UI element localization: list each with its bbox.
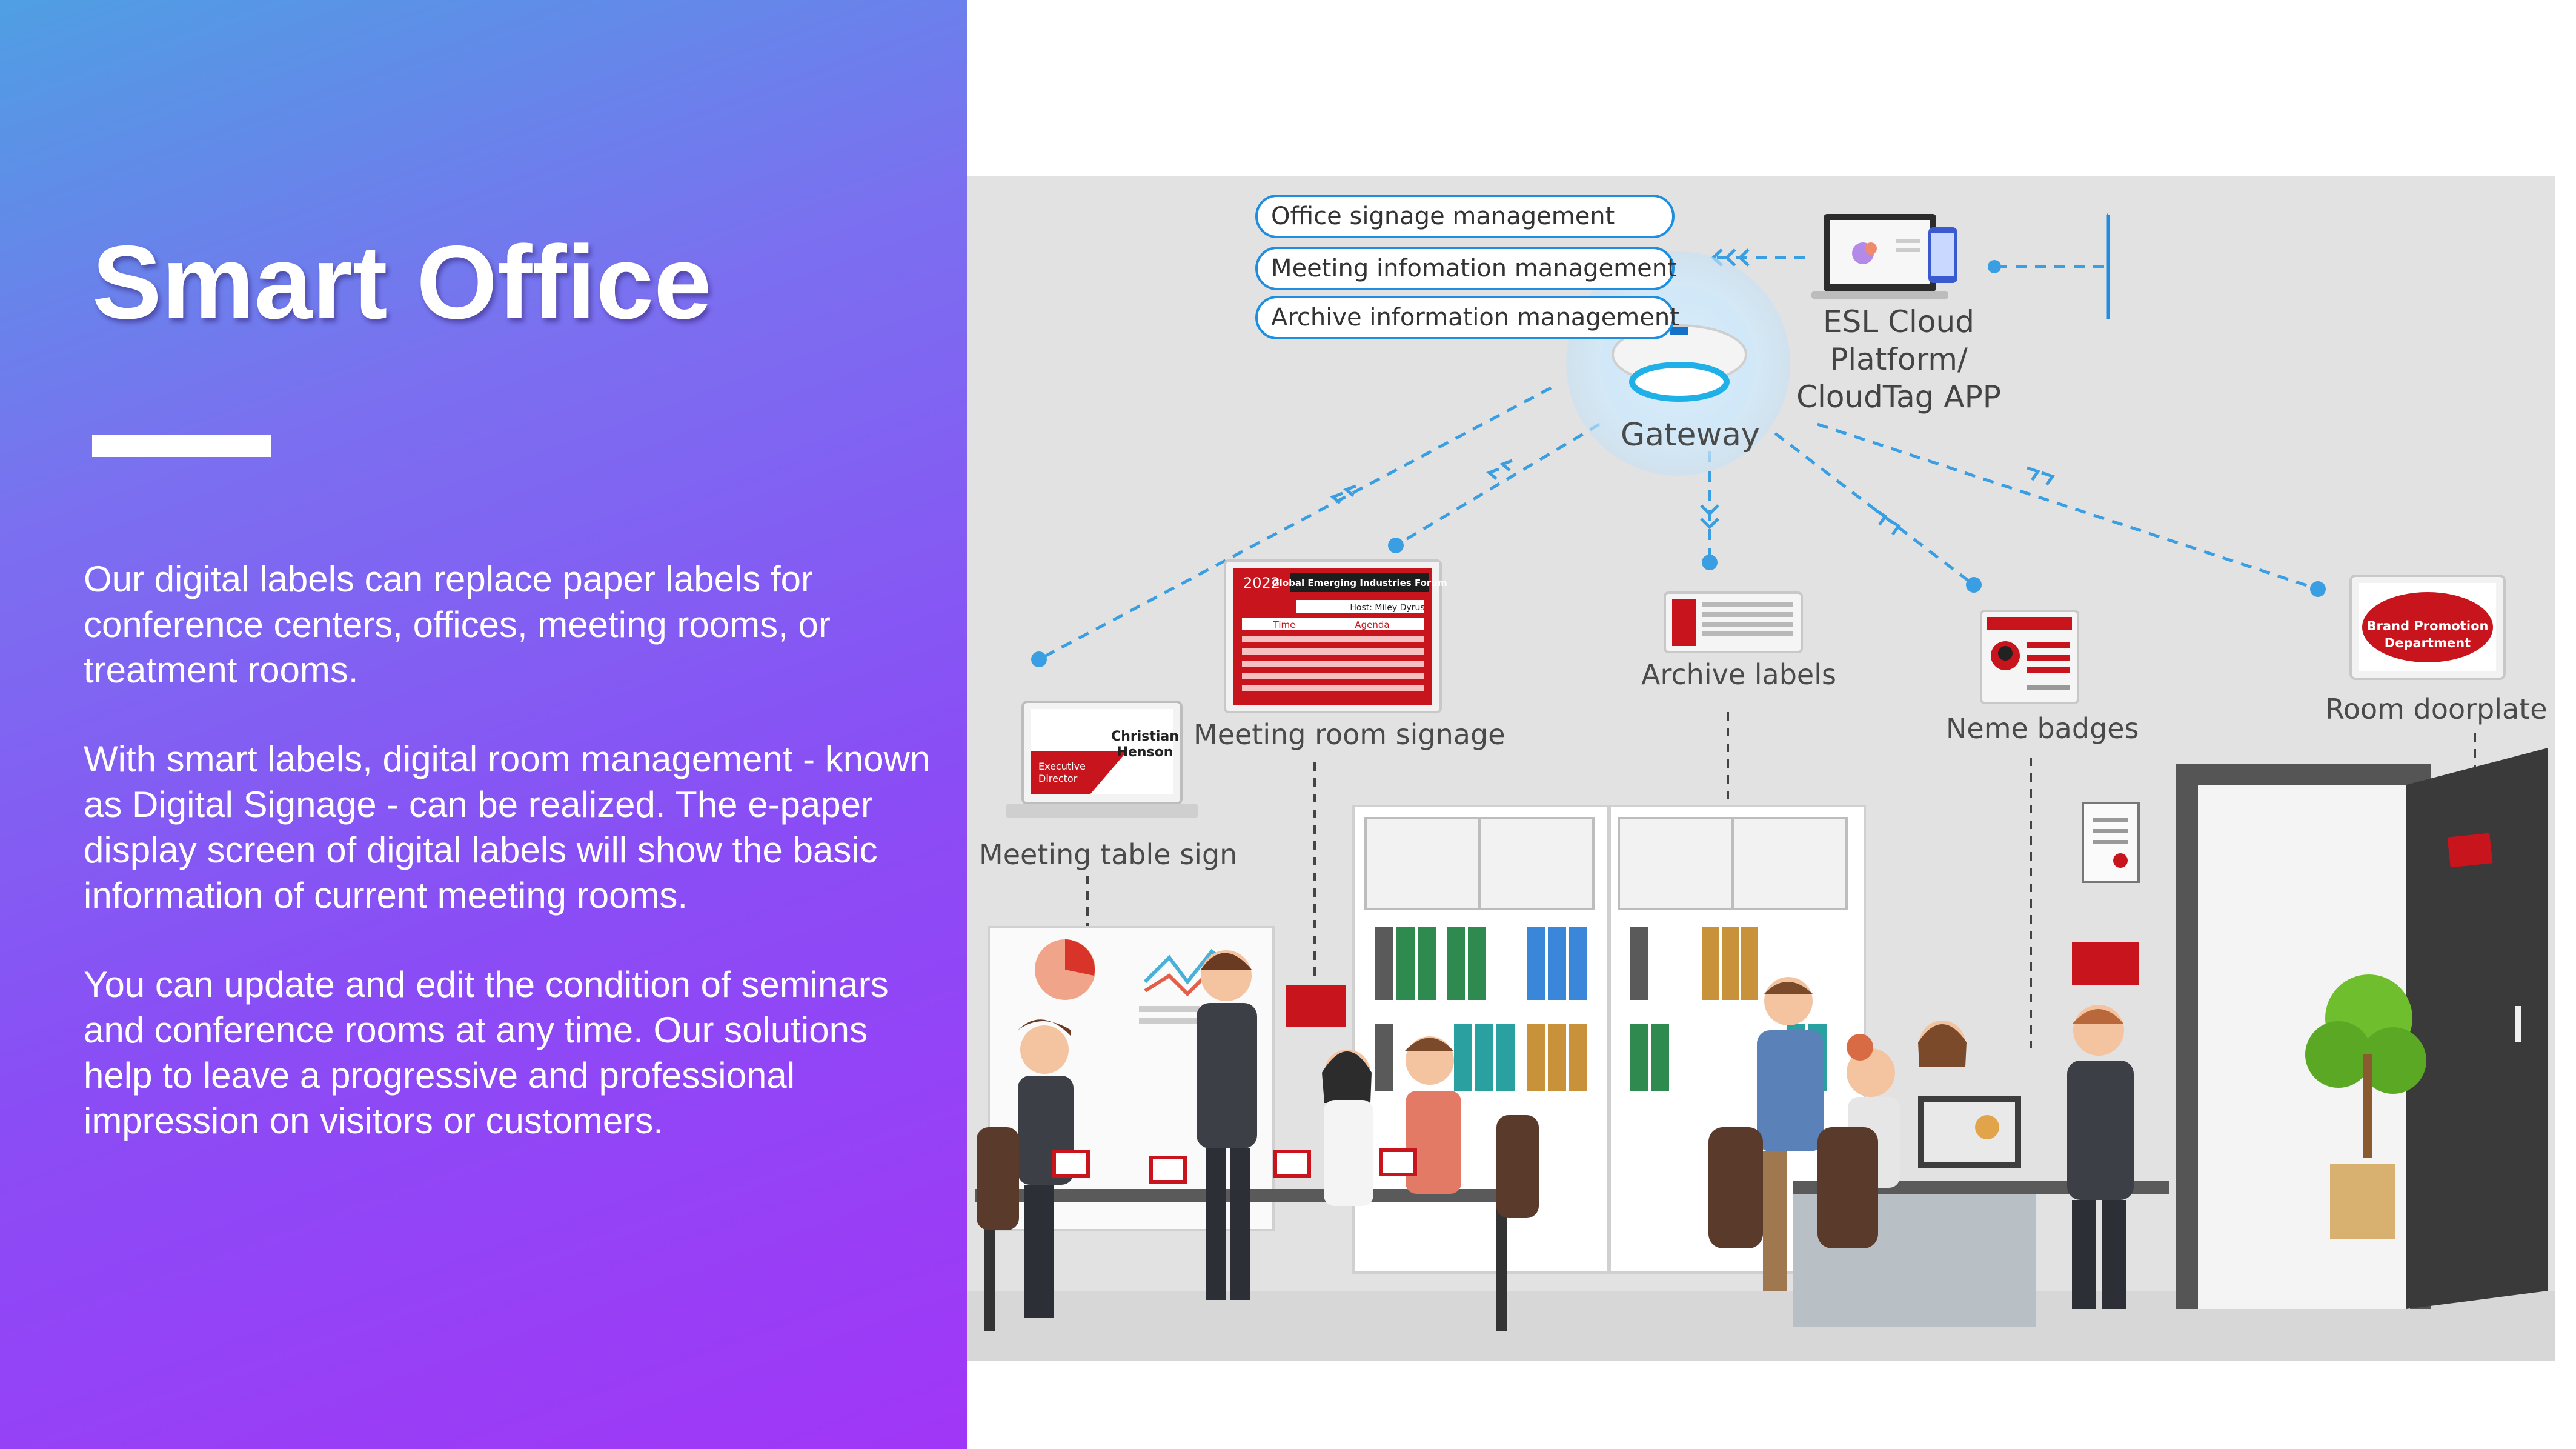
meeting-room-signage-device (1224, 559, 1442, 713)
cloud-platform-label: ESL Cloud Platform/ CloudTag APP (1756, 303, 2042, 416)
table-sign-name-2: Henson (1117, 745, 1173, 760)
paragraph-2: With smart labels, digital room manageme… (84, 739, 931, 916)
paragraph-3: You can update and edit the condition of… (84, 964, 889, 1141)
doorplate-line1: Brand Promotion (2367, 619, 2489, 633)
people-illustrations (977, 942, 2139, 1318)
archive-label-device (1664, 591, 1803, 653)
cloud-platform-label-line1: ESL Cloud Platform/ (1823, 304, 1974, 377)
doorplate-line2: Department (2385, 636, 2471, 650)
signage-event: Global Emerging Industries Forum (1272, 578, 1447, 588)
meeting-table-sign-device (1006, 701, 1198, 818)
table-sign-role-2: Director (1038, 773, 1078, 784)
service-office-signage: Office signage management (1255, 195, 1675, 238)
connector-doorplate (1817, 422, 2319, 591)
connector-name-badges (1774, 432, 1975, 586)
room-doorplate-device (2349, 575, 2506, 680)
cloud-platform-label-line2: CloudTag APP (1796, 379, 2001, 415)
service-archive-information: Archive information management (1255, 296, 1679, 339)
label-meeting-room-signage: Meeting room signage (1193, 718, 1505, 751)
table-sign-name-1: Christian (1111, 729, 1179, 744)
slide-title: Smart Office (92, 224, 712, 341)
connector-dots (1031, 260, 2326, 667)
name-badge-device (1980, 610, 2079, 704)
signage-col-time: Time (1273, 619, 1296, 630)
service-meeting-information: Meeting infomation management (1255, 247, 1677, 290)
signage-col-agenda: Agenda (1355, 619, 1389, 630)
gateway-label: Gateway (1621, 417, 1760, 453)
label-room-doorplate: Room doorplate (2325, 693, 2548, 725)
cloud-platform-devices (1811, 214, 1957, 299)
signage-host: Host: Miley Dyrus (1350, 603, 1424, 613)
connector-room-signage (1395, 422, 1601, 547)
label-name-badges: Neme badges (1946, 712, 2139, 745)
arrow-chevrons (1330, 248, 2056, 536)
wall-certificate (2082, 802, 2140, 883)
label-archive-labels: Archive labels (1641, 658, 1836, 691)
table-sign-role-1: Executive (1038, 761, 1086, 772)
left-text-panel: Smart Office Our digital labels can repl… (0, 0, 967, 1449)
potted-plant (2305, 974, 2426, 1239)
title-underline (92, 435, 271, 457)
paragraph-1: Our digital labels can replace paper lab… (84, 559, 831, 690)
label-meeting-table-sign: Meeting table sign (979, 838, 1238, 871)
signage-year: 2022 (1243, 575, 1280, 591)
service-bracket (2106, 213, 2110, 319)
